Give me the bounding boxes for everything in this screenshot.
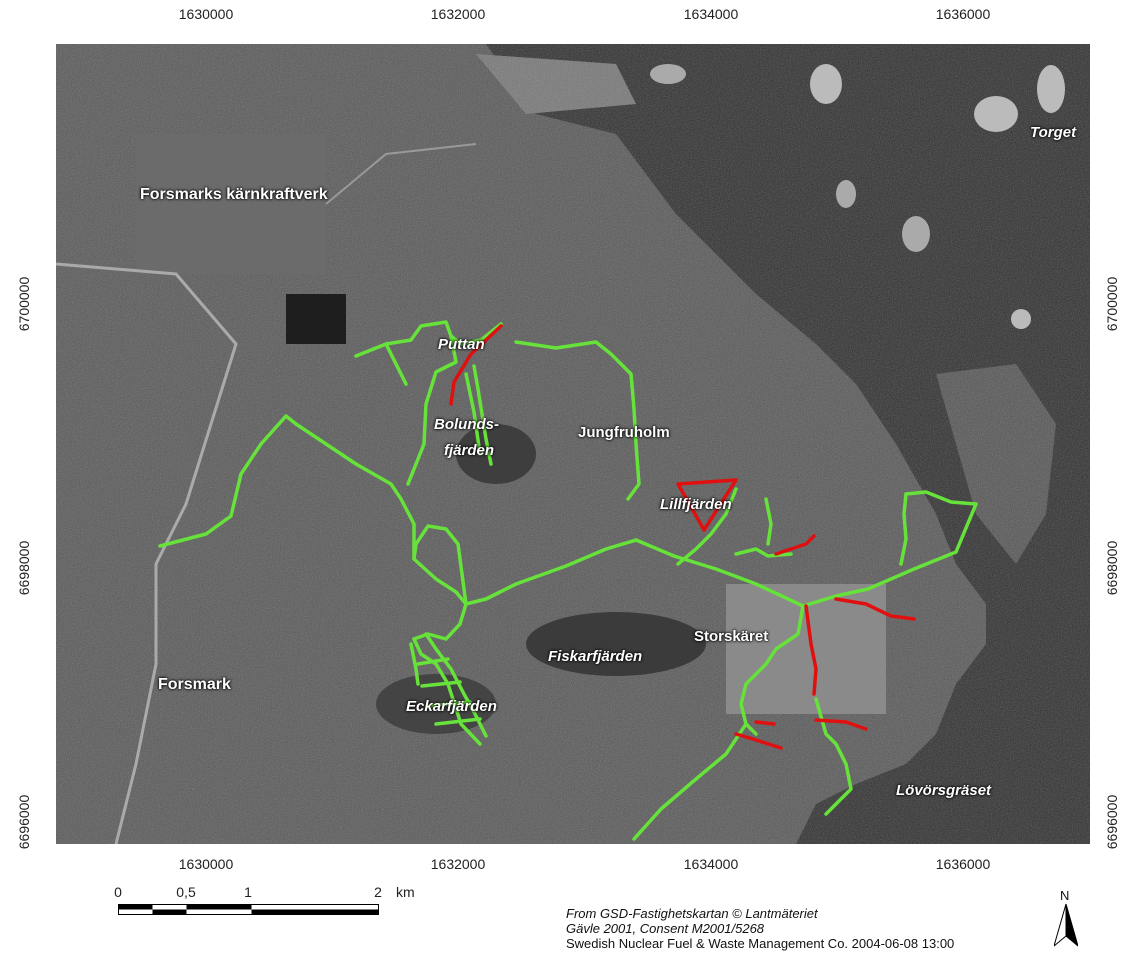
route-green [409, 642, 420, 686]
route-green [632, 604, 805, 841]
x-tick-bottom: 1630000 [178, 856, 234, 872]
route-red [814, 718, 868, 731]
scale-label: 1 [244, 884, 252, 900]
y-tick-right: 6696000 [1104, 794, 1120, 850]
island [974, 96, 1018, 132]
label-storskaret: Storskäret [694, 628, 769, 645]
label-torget: Torget [1030, 124, 1077, 141]
route-green [412, 557, 468, 606]
x-tick-top: 1630000 [178, 6, 234, 22]
survey-routes-red [449, 324, 916, 750]
island [810, 64, 842, 104]
y-tick-right: 6700000 [1104, 276, 1120, 332]
lake-fiskarfjarden [526, 612, 706, 676]
y-tick-left: 6696000 [16, 794, 32, 850]
x-tick-top: 1634000 [683, 6, 739, 22]
route-red [804, 604, 818, 696]
route-green [464, 372, 482, 456]
scale-bar-graphic [118, 904, 379, 915]
route-green [384, 342, 408, 386]
route-green [634, 502, 978, 608]
credit-line-2: Gävle 2001, Consent M2001/5268 [566, 921, 765, 936]
scale-label: 0,5 [176, 884, 196, 900]
route-green [514, 340, 641, 501]
label-bolunds-2: fjärden [444, 442, 495, 459]
y-tick-left: 6698000 [16, 540, 32, 596]
label-puttan: Puttan [438, 336, 485, 353]
x-tick-bottom: 1634000 [683, 856, 739, 872]
label-jungfruholm: Jungfruholm [578, 424, 670, 441]
x-tick-top: 1632000 [430, 6, 486, 22]
route-green [449, 322, 503, 346]
scale-bar: 0 0,5 1 2 km [100, 884, 415, 944]
scale-label: 2 [374, 884, 382, 900]
label-lillfjarden: Lillfjärden [660, 496, 732, 513]
route-green [734, 547, 793, 558]
y-tick-right: 6698000 [1104, 540, 1120, 596]
route-green [412, 602, 468, 641]
route-red [754, 720, 776, 726]
island [902, 216, 930, 252]
route-green [426, 700, 472, 708]
route-green [472, 364, 493, 466]
road-north [325, 143, 477, 205]
route-green [420, 680, 462, 688]
route-green [904, 490, 978, 506]
route-red [834, 597, 916, 621]
credit-line-3: Swedish Nuclear Fuel & Waste Management … [566, 936, 955, 951]
route-green [412, 637, 482, 746]
label-eckarfjarden: Eckarfjärden [406, 698, 497, 715]
survey-routes-green [158, 320, 978, 841]
label-lovorsgraset: Lövörsgräset [896, 782, 992, 799]
aerial-photo-map[interactable]: Forsmarks kärnkraftverk Torget Puttan Bo… [56, 44, 1090, 844]
island [1037, 65, 1065, 113]
label-fiskarfjarden: Fiskarfjärden [548, 648, 643, 665]
plant-building [286, 294, 346, 344]
route-green [416, 657, 450, 666]
north-arrow: N [1054, 888, 1078, 950]
y-tick-left: 6700000 [16, 276, 32, 332]
route-green [899, 492, 908, 566]
x-tick-top: 1636000 [935, 6, 991, 22]
route-red [676, 478, 738, 532]
map-canvas [56, 44, 1090, 844]
route-red [449, 324, 503, 406]
x-tick-bottom: 1636000 [935, 856, 991, 872]
main-road [56, 262, 238, 844]
route-green [764, 497, 773, 546]
lake-bolundsfjarden [456, 424, 536, 484]
north-arrow-icon [1054, 904, 1078, 947]
route-red [734, 732, 783, 750]
route-green [412, 524, 468, 606]
island [836, 180, 856, 208]
label-forsmark: Forsmark [158, 676, 231, 693]
route-green [744, 722, 758, 736]
x-tick-bottom: 1632000 [430, 856, 486, 872]
route-green [676, 487, 738, 566]
route-green [464, 538, 638, 606]
north-label: N [1060, 888, 1070, 903]
route-green [434, 717, 482, 726]
route-green [158, 414, 416, 561]
route-red [774, 534, 816, 556]
label-bolunds-1: Bolunds- [434, 416, 499, 433]
credit-line-1: From GSD-Fastighetskartan © Lantmäteriet [566, 906, 818, 921]
island [650, 64, 686, 84]
scale-unit: km [396, 884, 415, 900]
island [1011, 309, 1031, 329]
power-plant-area [136, 134, 326, 274]
map-credits: From GSD-Fastighetskartan © Lantmäteriet… [566, 906, 954, 951]
scale-label: 0 [114, 884, 122, 900]
label-forsmarks-karnkraftverk: Forsmarks kärnkraftverk [140, 186, 328, 203]
route-green [814, 697, 853, 816]
